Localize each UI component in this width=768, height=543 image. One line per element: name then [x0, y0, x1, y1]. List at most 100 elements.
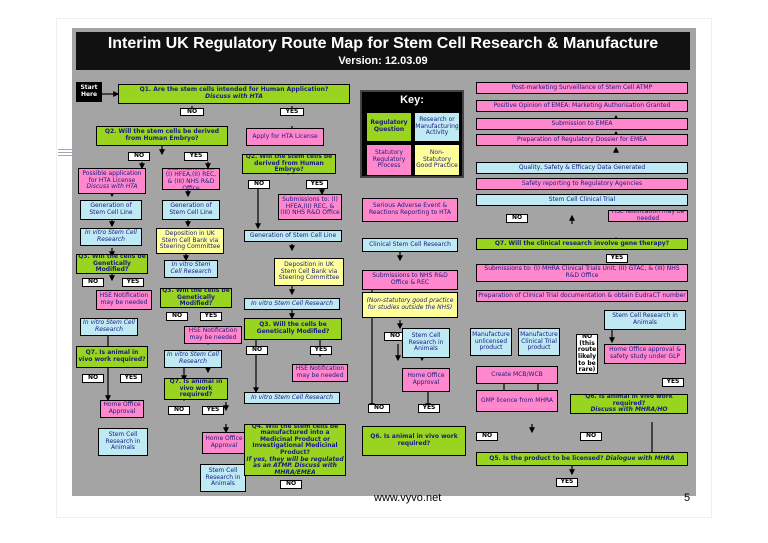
generation-stem-cell-line-3: Generation of Stem Cell Line: [244, 230, 342, 242]
chart-title-bar: Interim UK Regulatory Route Map for Stem…: [76, 32, 690, 70]
home-office-glp: Home Office approval & safety study unde…: [604, 344, 686, 364]
stem-cell-clinical-trial: Stem Cell Clinical Trial: [476, 194, 688, 206]
home-office-approval-2: Home Office Approval: [202, 432, 246, 454]
q6a-text: Q6. Is animal in vivo work required?: [585, 394, 673, 407]
submission-emea: Submission to EMEA: [476, 118, 688, 130]
q7-gene-therapy: Q7. Will the clinical research involve g…: [476, 238, 688, 250]
hse-notification-trial: HSE Notification may be needed: [608, 210, 688, 222]
q6a-no: NO: [580, 432, 602, 441]
create-mcb-wcb: Create MCB/WCB: [476, 366, 558, 384]
q6-question-1: Q6. Is animal in vivo work required? Dis…: [570, 394, 688, 414]
stem-cell-animals-1: Stem Cell Research in Animals: [98, 428, 148, 456]
q6b-no: NO: [368, 404, 390, 413]
q5-no: NO: [476, 432, 498, 441]
q2-yes-left: YES: [184, 152, 208, 161]
q5-yes: YES: [556, 478, 578, 487]
q3-no-3: NO: [246, 346, 268, 355]
q1-question: Q1. Are the stem cells intended for Huma…: [118, 84, 350, 104]
chart-title: Interim UK Regulatory Route Map for Stem…: [107, 35, 659, 52]
slide-edge-marker: [58, 148, 72, 156]
apply-hta-license: Apply for HTA License: [246, 128, 324, 146]
q4-no: NO: [280, 480, 302, 489]
submissions-hfea-left: Submissions to: (I) HFEA,(II) REC, & (II…: [162, 168, 220, 190]
q3-yes-3: YES: [310, 346, 332, 355]
gmp-licence: GMP licence from MHRA: [476, 390, 558, 412]
key-statutory-process: Statutory Regulatory Process: [366, 144, 412, 176]
hse-notification-2: HSE Notification may be needed: [184, 326, 242, 344]
possible-app-text: Possible application for HTA License: [82, 170, 142, 184]
q6a-sub: Discuss with MHRA/HO: [590, 406, 668, 414]
deposition-uk-bank-1: Deposition in UK Stem Cell Bank via Stee…: [156, 228, 224, 254]
page-number: 5: [684, 492, 691, 504]
key-non-statutory: Non-Statutory Good Practice: [414, 144, 460, 176]
legend-key: Key: Regulatory Question Research or Man…: [360, 90, 464, 178]
deposition-uk-bank-2: Deposition in UK Stem Cell Bank via Stee…: [274, 258, 344, 286]
q3-no-1: NO: [82, 278, 104, 287]
prep-trial-docs: Preparation of Clinical Trial documentat…: [476, 290, 688, 302]
q7c-no: NO: [506, 214, 528, 223]
stem-cell-animals-2: Stem Cell Research in Animals: [200, 464, 246, 492]
in-vitro-research-6: In vitro Stem Cell Research: [244, 392, 340, 404]
non-statutory-note: (Non-statutory good practice for studies…: [362, 292, 458, 318]
start-here-label: Start Here: [76, 82, 102, 102]
q6-question-2: Q6. Is animal in vivo work required?: [362, 426, 466, 456]
q1-no: NO: [180, 108, 204, 116]
prep-dossier-emea: Preparation of Regulatory Dossier for EM…: [476, 134, 688, 146]
in-vitro-research-2: In vitro Stem Cell Research: [164, 260, 218, 278]
post-marketing-surveillance: Post-marketing Surveillance of Stem Cell…: [476, 82, 688, 94]
generation-stem-cell-line-2: Generation of Stem Cell Line: [162, 200, 220, 220]
q7-question-2: Q7. Is animal in vivo work required?: [164, 378, 228, 400]
q4-sub: If yes, they will be regulated as an ATM…: [246, 455, 344, 476]
quality-safety-efficacy: Quality, Safety & Efficacy Data Generate…: [476, 162, 688, 174]
q6a-yes: YES: [662, 378, 684, 387]
route-map-chart: Interim UK Regulatory Route Map for Stem…: [72, 28, 696, 496]
stem-cell-animals-4: Stem Cell Research in Animals: [604, 310, 686, 330]
key-regulatory-question: Regulatory Question: [366, 112, 412, 142]
manufacture-trial-product: Manufacture Clinical Trial product: [518, 328, 560, 356]
q3-yes-2: YES: [200, 312, 222, 321]
in-vitro-research-5: In vitro Stem Cell Research: [244, 298, 340, 310]
q2-question-mid: Q2. Will the stem cells be derived from …: [242, 154, 336, 174]
home-office-approval-3: Home Office Approval: [402, 368, 450, 392]
q1-text: Q1. Are the stem cells intended for Huma…: [139, 86, 329, 94]
q6b-yes: YES: [418, 404, 440, 413]
q1-yes: YES: [280, 108, 304, 116]
q5-sub: Dialogue with MHRA: [605, 454, 675, 462]
q1-sub: Discuss with HTA: [205, 93, 263, 100]
clinical-stem-cell-research: Clinical Stem Cell Research: [362, 238, 458, 252]
q3-yes-1: YES: [122, 278, 144, 287]
hse-notification-1: HSE Notification may be needed: [96, 290, 152, 310]
submissions-nhs-rec: Submissions to NHS R&D Office & REC: [362, 270, 458, 290]
footer-url: www.vyvo.net: [374, 492, 442, 504]
q7-no-1: NO: [82, 374, 104, 383]
no-route-rare: NO (this route likely to be rare): [576, 334, 598, 374]
submissions-mhra: Submissions to: (I) MHRA Clinical Trials…: [476, 264, 688, 282]
q2-question-left: Q2. Will the stem cells be derived from …: [96, 126, 228, 146]
q3-question-2: Q3. Will the cells be Genetically Modifi…: [160, 288, 232, 308]
q7c-yes: YES: [606, 254, 628, 263]
in-vitro-research-4: In vitro Stem Cell Research: [164, 350, 222, 368]
q7-yes-2: YES: [202, 406, 224, 415]
chart-version: Version: 12.03.09: [338, 55, 428, 67]
sae-reporting-hta: Serious Adverse Event & Reactions Report…: [362, 198, 458, 222]
positive-opinion-emea: Positive Opinion of EMEA: Marketing Auth…: [476, 100, 688, 112]
key-research-activity: Research or Manufacturing Activity: [414, 112, 460, 142]
q7-yes-1: YES: [120, 374, 142, 383]
in-vitro-research-3: In vitro Stem Cell Research: [80, 318, 138, 336]
q4-question: Q4. Will the stem cells be manufactured …: [244, 424, 346, 476]
q7-question-1: Q7. Is animal in vivo work required?: [76, 346, 148, 368]
q5-text: Q5. Is the product to be licensed?: [489, 454, 604, 462]
stem-cell-animals-3: Stem Cell Research in Animals: [402, 328, 450, 358]
q2-no-left: NO: [128, 152, 150, 161]
possible-app-sub: Discuss with HTA: [86, 183, 138, 191]
key-title: Key:: [400, 94, 424, 106]
manufacture-unlicensed: Manufacture unlicensed product: [470, 328, 512, 356]
safety-reporting: Safety reporting to Regulatory Agencies: [476, 178, 688, 190]
q5-question: Q5. Is the product to be licensed? Dialo…: [476, 452, 688, 466]
q3-question-3: Q3. Will the cells be Genetically Modifi…: [244, 318, 342, 340]
q3-no-2: NO: [166, 312, 188, 321]
q2-yes-mid: YES: [306, 180, 328, 189]
in-vitro-research-1: In vitro Stem Cell Research: [80, 228, 142, 246]
q7-no-2: NO: [168, 406, 190, 415]
hse-notification-3: HSE Notification may be needed: [292, 364, 348, 382]
